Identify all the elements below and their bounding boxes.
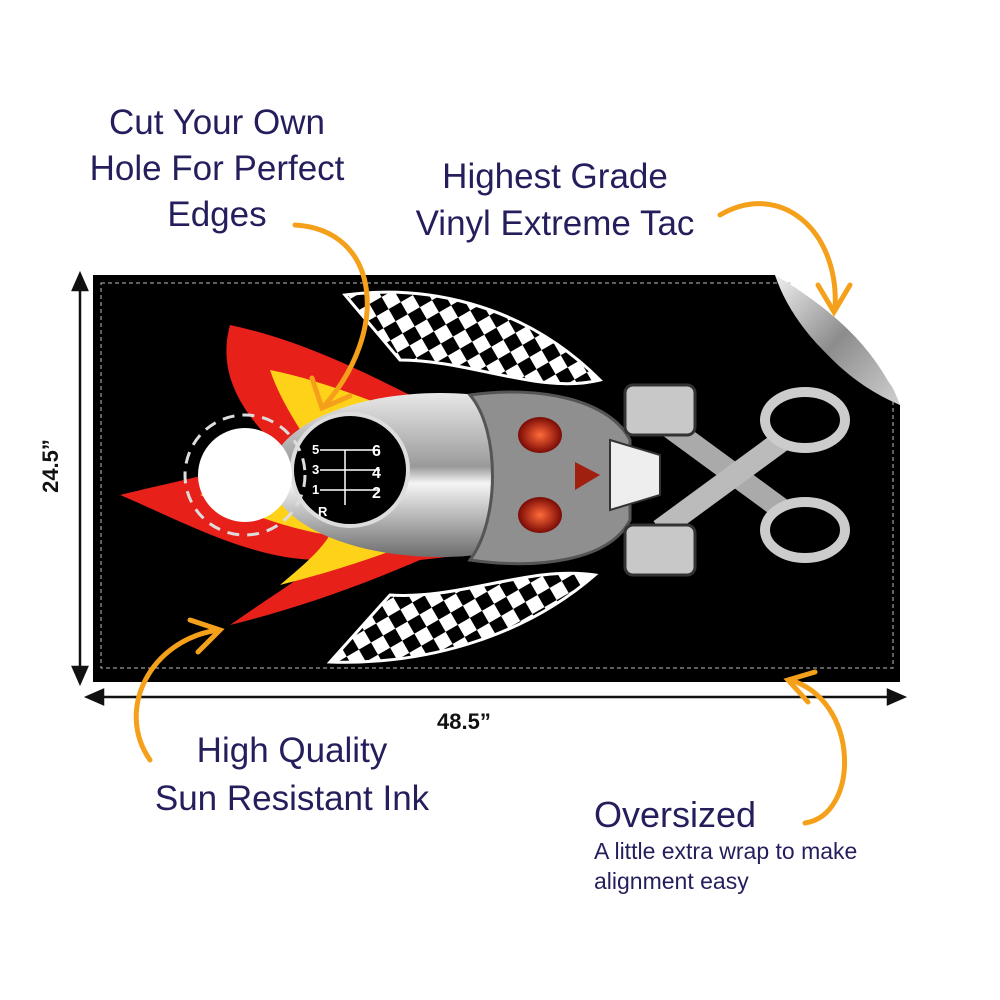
callout-line: Vinyl Extreme Tac [415, 204, 695, 243]
arrow-oversized [787, 677, 847, 826]
callout-oversized: Oversized A little extra wrap to make al… [594, 794, 857, 896]
callout-line: Hole For Perfect [89, 149, 345, 188]
callout-vinyl: Highest Grade Vinyl Extreme Tac [416, 153, 695, 247]
width-dimension-arrow [83, 688, 908, 706]
callout-cut-hole: Cut Your Own Hole For Perfect Edges [90, 100, 345, 238]
arrow-cut-hole [292, 222, 370, 408]
gear-dial: R 1 3 5 2 4 6 [290, 412, 410, 528]
callout-title: Oversized [594, 794, 757, 835]
callout-line: High Quality [196, 731, 388, 770]
callout-line: A little extra wrap to make [594, 838, 858, 864]
gear-label: 2 [372, 485, 381, 502]
callout-line: Cut Your Own [109, 103, 325, 142]
gear-label: 4 [372, 465, 381, 482]
callout-line: alignment easy [594, 868, 749, 894]
arrow-ink [133, 627, 221, 763]
checkered-flag-top [342, 290, 603, 386]
height-dimension-arrow [71, 270, 89, 687]
callout-line: Sun Resistant Ink [154, 779, 430, 818]
callout-line: Highest Grade [442, 157, 668, 196]
gear-label: 3 [312, 462, 319, 477]
callout-ink: High Quality Sun Resistant Ink [155, 727, 429, 823]
arrow-vinyl [717, 201, 838, 313]
hole-cut-guide [183, 413, 307, 537]
cornhole-hole [198, 428, 292, 522]
width-label: 48.5” [437, 709, 491, 734]
board: R 1 3 5 2 4 6 [93, 275, 900, 682]
crossed-pistons [623, 383, 850, 577]
gear-label: 6 [372, 443, 381, 460]
checkered-flag-bottom [326, 571, 599, 664]
gear-label: 1 [312, 482, 319, 497]
gear-label: R [318, 504, 328, 519]
gear-label: 5 [312, 442, 319, 457]
callout-line: Edges [167, 195, 267, 234]
callout-arrows [133, 201, 853, 826]
height-label: 24.5” [37, 439, 63, 493]
skull [467, 390, 661, 566]
